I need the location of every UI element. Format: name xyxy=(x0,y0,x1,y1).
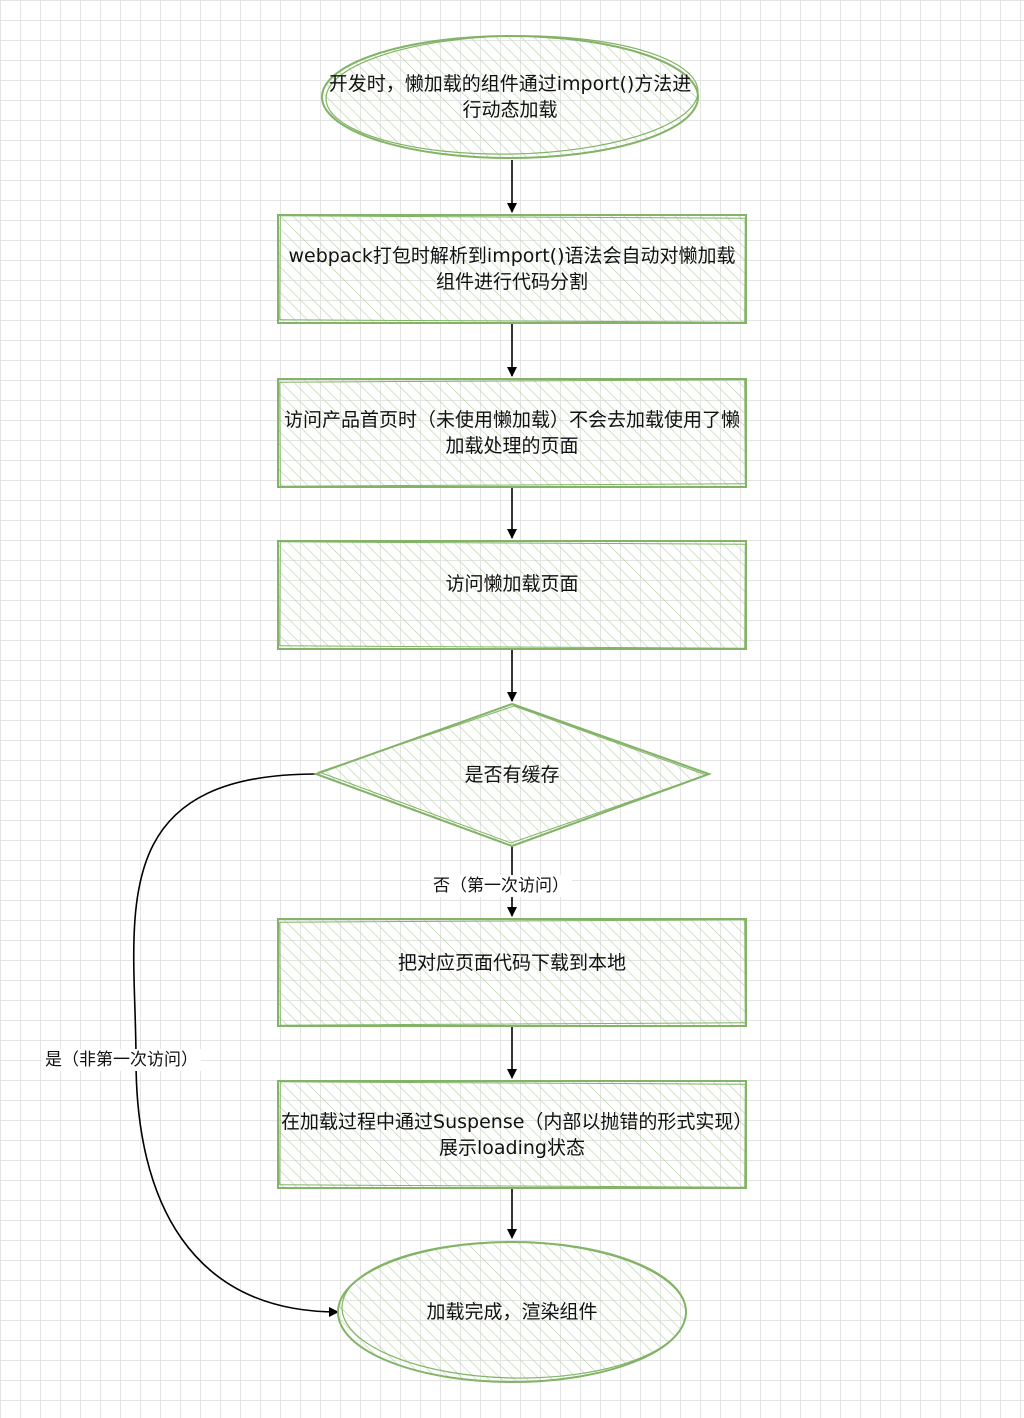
node-download-label: 把对应页面代码下载到本地 xyxy=(397,952,626,974)
edge-label-no: 否（第一次访问） xyxy=(430,875,572,897)
node-done-label: 加载完成，渲染组件 xyxy=(426,1301,598,1323)
edge-label-yes: 是（非第一次访问） xyxy=(42,1049,201,1071)
node-download-shape xyxy=(277,918,747,1027)
node-home-label: 访问产品首页时（未使用懒加载）不会去加载使用了懒加载处理的页面 xyxy=(283,409,740,457)
edge-cache-done xyxy=(132,773,339,1317)
node-start-shape xyxy=(321,35,699,159)
node-visit-label: 访问懒加载页面 xyxy=(445,573,579,595)
node-cache-shape xyxy=(313,702,712,848)
node-home-shape xyxy=(277,378,747,488)
node-suspense-shape xyxy=(277,1080,747,1189)
node-start-label: 开发时，懒加载的组件通过import()方法进行动态加载 xyxy=(328,73,692,121)
node-done-shape xyxy=(337,1241,687,1383)
node-suspense-label: 在加载过程中通过Suspense（内部以抛错的形式实现）展示loading状态 xyxy=(281,1110,743,1159)
node-split-shape xyxy=(277,214,747,324)
node-split-label: webpack打包时解析到import()语法会自动对懒加载组件进行代码分割 xyxy=(288,245,736,293)
node-visit-shape xyxy=(277,540,747,650)
node-cache-label: 是否有缓存 xyxy=(464,764,560,786)
